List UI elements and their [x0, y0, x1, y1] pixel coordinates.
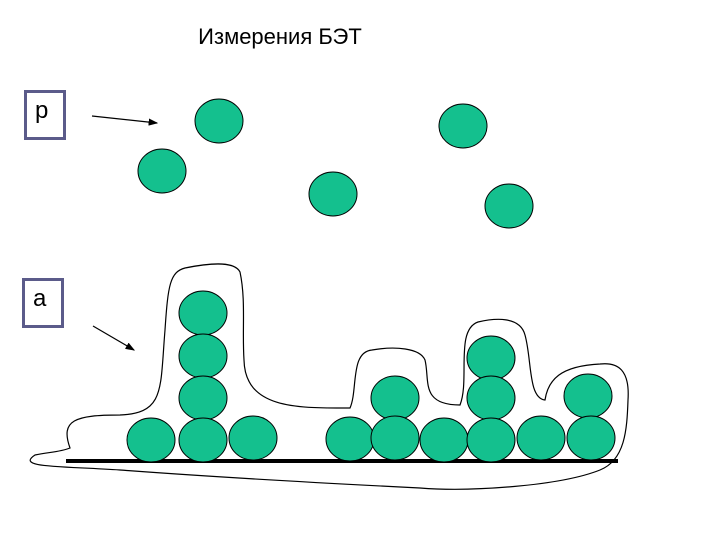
adsorbed-molecule	[466, 417, 516, 463]
adsorbed-molecule	[126, 417, 176, 463]
adsorbed-molecule	[419, 417, 469, 463]
adsorbed-arrow	[92, 325, 136, 351]
adsorbed-molecule	[178, 290, 228, 336]
diagram-title: Измерения БЭТ	[198, 24, 362, 49]
gas-molecule	[308, 171, 358, 217]
adsorption-label-box: a	[22, 278, 64, 328]
gas-arrow	[91, 115, 159, 126]
gas-molecule	[194, 98, 244, 144]
adsorbed-molecule	[466, 335, 516, 381]
adsorbed-molecule	[563, 373, 613, 419]
adsorbed-molecule	[516, 415, 566, 461]
adsorbed-molecule	[178, 417, 228, 463]
adsorbed-molecule	[466, 375, 516, 421]
gas-molecule	[438, 103, 488, 149]
gas-molecule	[484, 183, 534, 229]
adsorption-label: a	[33, 285, 47, 312]
adsorbed-molecule	[178, 333, 228, 379]
adsorbed-molecule	[566, 415, 616, 461]
adsorbed-molecule	[370, 375, 420, 421]
adsorbed-molecule	[325, 416, 375, 462]
adsorbed-molecule	[178, 375, 228, 421]
pore-surface-outline	[29, 263, 629, 490]
adsorbed-molecule	[228, 415, 278, 461]
adsorbed-molecule	[370, 415, 420, 461]
pressure-label-box: p	[24, 90, 66, 140]
gas-molecules	[137, 98, 534, 229]
gas-molecule	[137, 148, 187, 194]
adsorbed-molecules	[126, 290, 616, 463]
pressure-label: p	[35, 97, 49, 124]
